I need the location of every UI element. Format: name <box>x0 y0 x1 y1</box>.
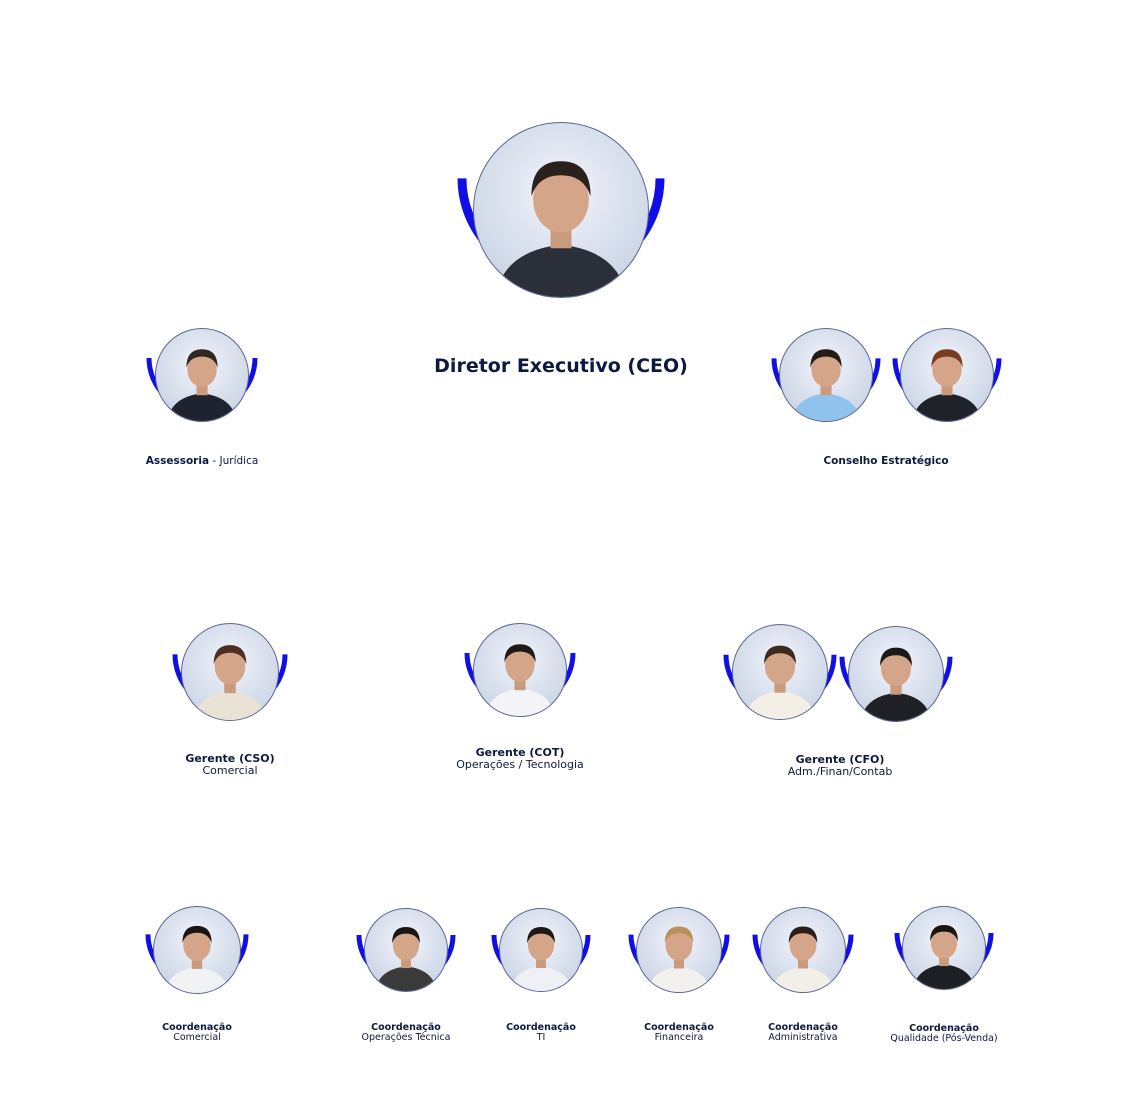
person-icon <box>744 645 816 719</box>
conselho-portrait-1 <box>768 317 884 433</box>
coord-sub: Administrativa <box>768 1031 838 1043</box>
person-icon <box>485 644 555 716</box>
cfo-label: Gerente (CFO) Adm./Finan/Contab <box>788 754 893 777</box>
coord-portrait-operacoes <box>353 897 459 1003</box>
person-icon <box>771 926 835 992</box>
coord-title: Coordenação <box>768 1022 838 1033</box>
person-icon <box>194 645 266 720</box>
cso-portrait <box>169 611 291 733</box>
photo-circle <box>473 623 567 717</box>
assessoria-title: Assessoria <box>145 455 210 467</box>
coord-sub: TI <box>536 1031 546 1043</box>
assessoria-label: Assessoria - Jurídica <box>145 455 259 467</box>
person-icon <box>495 161 627 297</box>
person-icon <box>791 349 861 421</box>
cot-portrait <box>461 611 579 729</box>
person-icon <box>510 927 572 991</box>
assessoria-portrait <box>143 316 261 434</box>
coord-portrait-administrativa <box>749 896 857 1004</box>
person-icon <box>164 925 230 993</box>
coord-portrait-financeira <box>625 896 733 1004</box>
person-icon <box>860 647 932 721</box>
person-icon <box>912 349 982 421</box>
cso-sub: Comercial <box>202 763 258 777</box>
coord-title: Coordenação <box>909 1023 979 1034</box>
photo-circle <box>155 328 249 422</box>
person-icon <box>167 349 237 421</box>
photo-circle <box>473 122 649 298</box>
photo-circle <box>760 907 846 993</box>
cso-label: Gerente (CSO) Comercial <box>185 753 274 776</box>
coord-label-ti: Coordenação TI <box>506 1023 576 1043</box>
cfo-title: Gerente (CFO) <box>795 753 885 766</box>
conselho-portrait-2 <box>889 317 1005 433</box>
coord-label-qualidade: Coordenação Qualidade (Pós-Venda) <box>890 1024 997 1044</box>
cfo-portrait-1 <box>720 612 840 732</box>
assessoria-sub: - Jurídica <box>209 455 259 467</box>
coord-label-comercial: Coordenação Comercial <box>162 1023 232 1043</box>
cfo-sub: Adm./Finan/Contab <box>787 764 893 778</box>
photo-circle <box>900 328 994 422</box>
photo-circle <box>153 906 241 994</box>
coord-label-financeira: Coordenação Financeira <box>644 1023 714 1043</box>
coord-title: Coordenação <box>371 1022 441 1033</box>
coord-label-administrativa: Coordenação Administrativa <box>768 1023 838 1043</box>
photo-circle <box>364 908 448 992</box>
photo-circle <box>848 626 944 722</box>
ceo-portrait <box>456 105 666 315</box>
photo-circle <box>636 907 722 993</box>
person-icon <box>647 926 711 992</box>
coord-portrait-comercial <box>142 895 252 1005</box>
coord-sub: Financeira <box>654 1031 704 1043</box>
photo-circle <box>732 624 828 720</box>
cot-label: Gerente (COT) Operações / Tecnologia <box>456 747 584 770</box>
photo-circle <box>181 623 279 721</box>
photo-circle <box>902 906 986 990</box>
person-icon <box>375 927 437 991</box>
cfo-portrait-2 <box>836 614 956 734</box>
conselho-title: Conselho Estratégico <box>823 455 949 467</box>
photo-circle <box>499 908 583 992</box>
cot-title: Gerente (COT) <box>475 746 565 759</box>
coord-sub: Qualidade (Pós-Venda) <box>890 1032 998 1044</box>
ceo-title: Diretor Executivo (CEO) <box>434 355 688 377</box>
coord-portrait-ti <box>488 897 594 1003</box>
person-icon <box>913 925 975 989</box>
coord-label-operacoes: Coordenação Operações Técnica <box>362 1023 451 1043</box>
coord-sub: Operações Técnica <box>361 1031 451 1043</box>
coord-title: Coordenação <box>162 1022 232 1033</box>
photo-circle <box>779 328 873 422</box>
coord-sub: Comercial <box>173 1031 221 1043</box>
coord-portrait-qualidade <box>891 895 997 1001</box>
coord-title: Coordenação <box>506 1022 576 1033</box>
coord-title: Coordenação <box>644 1022 714 1033</box>
cot-sub: Operações / Tecnologia <box>456 757 584 771</box>
cso-title: Gerente (CSO) <box>185 752 275 765</box>
